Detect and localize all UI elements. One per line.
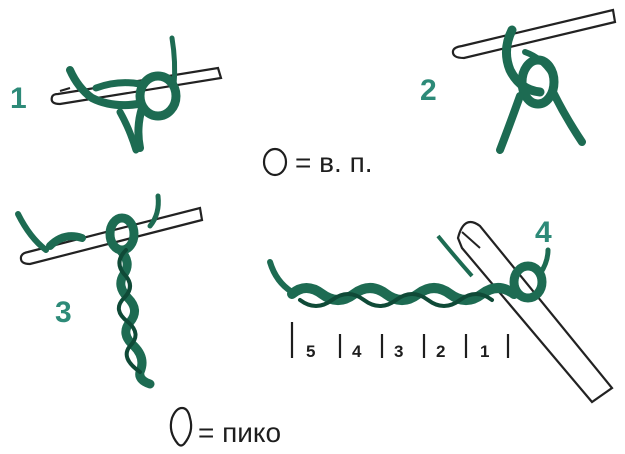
chain-count-4: 4 [352, 342, 362, 361]
step-4-illustration: 4 5 4 3 2 1 [270, 216, 612, 402]
step-2-illustration: 2 [420, 10, 615, 150]
step-1-number: 1 [10, 82, 27, 115]
step-3-illustration: 3 [18, 196, 202, 384]
picot-legend-text: = пико [198, 417, 281, 448]
step-2-number: 2 [420, 74, 437, 107]
step-4-number: 4 [535, 216, 552, 249]
oval-outline-icon [264, 149, 286, 175]
chain-count-3: 3 [394, 342, 403, 361]
crochet-hook-icon [438, 222, 612, 402]
chain-count-5: 5 [306, 342, 315, 361]
chain-legend-text: = в. п. [295, 147, 373, 178]
picot-legend: = пико [171, 408, 281, 448]
chain-count-2: 2 [436, 342, 445, 361]
chain-legend: = в. п. [264, 147, 373, 178]
step-3-number: 3 [55, 296, 72, 329]
crochet-hook-icon [453, 10, 615, 58]
chain-count-1: 1 [480, 342, 489, 361]
drop-outline-icon [171, 408, 191, 446]
yarn-loop [500, 30, 582, 150]
step-1-illustration: 1 [10, 38, 221, 150]
